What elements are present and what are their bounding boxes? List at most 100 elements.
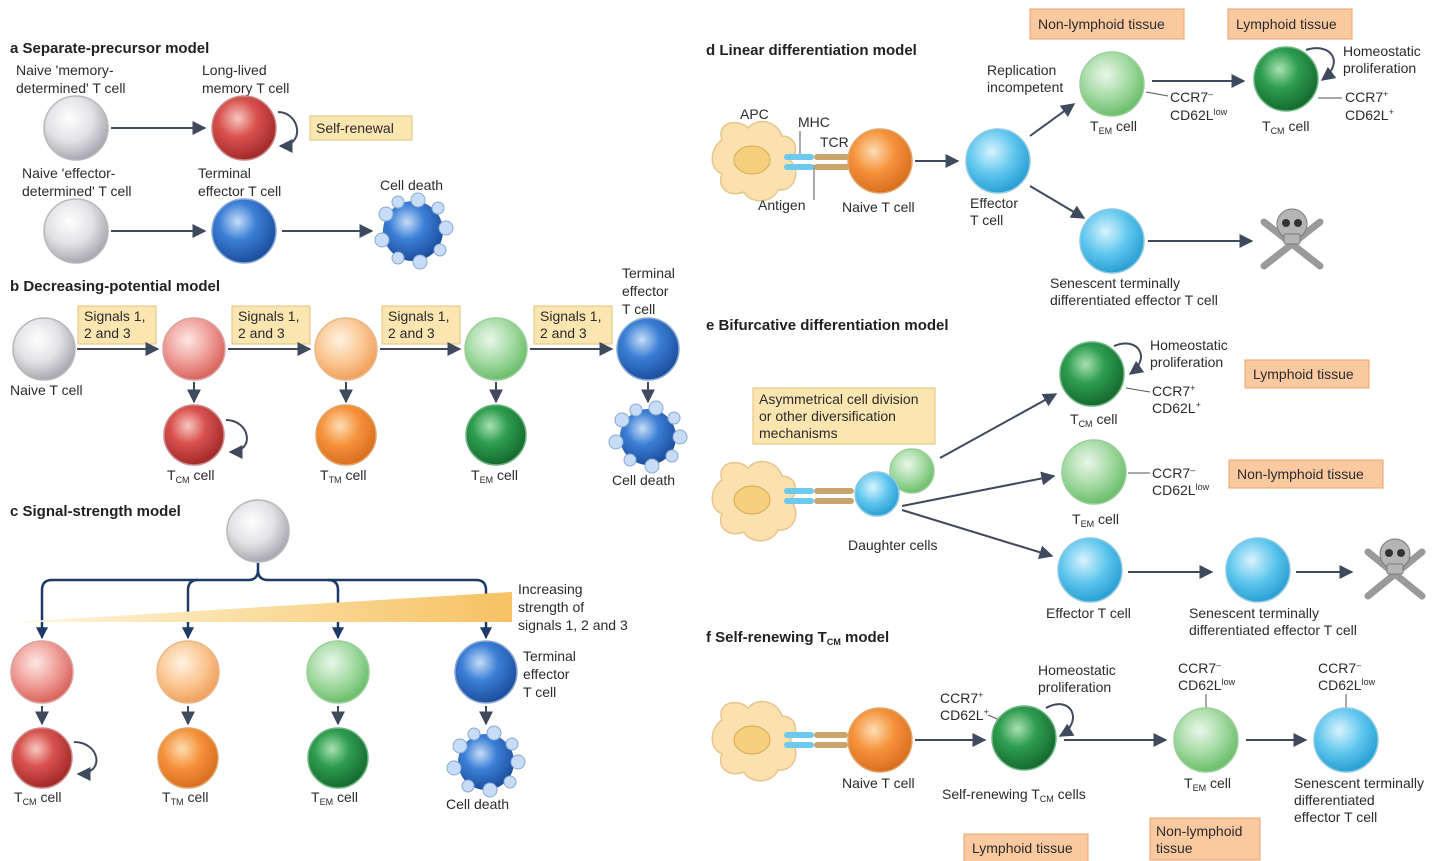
b-terminal-2: effector xyxy=(622,283,669,299)
f-senescent-cell xyxy=(1313,707,1379,773)
d-effector-cell xyxy=(965,128,1031,194)
terminal-label-1: Terminal xyxy=(198,165,251,181)
d-apc-nucleus xyxy=(733,145,771,175)
d-nonlymph-label: Non-lymphoid tissue xyxy=(1038,16,1165,32)
e-tem-label: TEM cell xyxy=(1072,511,1119,529)
terminal-label-2: effector T cell xyxy=(198,183,281,199)
c-terminal-1: Terminal xyxy=(523,648,576,664)
f-senescent-2: differentiated xyxy=(1294,792,1375,808)
f-tcm-cd62l: CD62L+ xyxy=(940,707,989,723)
d-replication-1: Replication xyxy=(987,62,1056,78)
c-ttm-cell xyxy=(157,727,219,789)
panel-b: b Decreasing-potential model Terminal ef… xyxy=(10,265,688,488)
panel-f-title: f Self-renewing TCM model xyxy=(706,629,889,647)
f-tem-cd62l: CD62Llow xyxy=(1178,677,1236,693)
d-homeo-1: Homeostatic xyxy=(1343,43,1421,59)
d-mhc-tcr-complex xyxy=(784,154,850,170)
signal-strength-wedge xyxy=(14,592,512,622)
b-naive-cell xyxy=(12,317,76,381)
c-terminal-2: effector xyxy=(523,666,570,682)
d-arrow-up xyxy=(1029,103,1076,137)
d-tcm-cd62l: CD62L+ xyxy=(1345,107,1394,123)
b-ttm-label: TTM cell xyxy=(320,467,366,485)
b-terminal-3: T cell xyxy=(622,301,655,317)
f-tem-label: TEM cell xyxy=(1184,775,1231,793)
e-senescent-1: Senescent terminally xyxy=(1189,605,1319,621)
e-effector-label: Effector T cell xyxy=(1046,605,1131,621)
d-naive-cell xyxy=(847,128,913,194)
e-homeo-2: proliferation xyxy=(1150,354,1223,370)
d-arrow-down xyxy=(1029,185,1086,219)
c-branch-right xyxy=(256,569,488,632)
b-stage-green xyxy=(464,317,528,381)
e-homeo-loop xyxy=(1113,342,1145,375)
f-nonlymph-2: tissue xyxy=(1156,840,1193,856)
b-dying-cell-icon xyxy=(608,400,688,474)
f-tcm-cell xyxy=(991,705,1057,771)
c-dying-cell-icon xyxy=(446,725,526,798)
e-arrow-effector xyxy=(901,509,1054,559)
memory-label-2: memory T cell xyxy=(202,80,289,96)
panel-a-title: a Separate-precursor model xyxy=(10,40,209,57)
signals-box-2-l2: 2 and 3 xyxy=(238,325,285,341)
e-arrow-tcm xyxy=(939,393,1058,459)
e-nonlymph-label: Non-lymphoid tissue xyxy=(1237,466,1364,482)
b-cell-death-label: Cell death xyxy=(612,472,675,488)
c-branch-3 xyxy=(327,578,340,628)
d-homeo-2: proliferation xyxy=(1343,60,1416,76)
c-terminal-3: T cell xyxy=(523,684,556,700)
d-senescent-cell xyxy=(1079,208,1145,274)
signals-box-3-l2: 2 and 3 xyxy=(388,325,435,341)
panel-c: c Signal-strength model Increasing stren… xyxy=(10,499,628,812)
e-daughter-cyan xyxy=(854,471,900,517)
f-lymph-box xyxy=(963,833,1089,861)
c-tem-label: TEM cell xyxy=(311,789,358,807)
b-tcm-cell xyxy=(163,404,225,466)
f-homeo-loop xyxy=(1045,703,1075,737)
d-tcr-label: TCR xyxy=(820,134,849,150)
d-tcm-ccr7: CCR7+ xyxy=(1345,89,1388,105)
b-tcm-label: TCM cell xyxy=(167,467,214,485)
c-orange-cell xyxy=(156,640,220,704)
terminal-effector-cell xyxy=(211,198,277,264)
d-lymph-box xyxy=(1227,8,1353,40)
f-naive-cell xyxy=(847,707,913,773)
e-lymph-box xyxy=(1244,359,1370,389)
f-self-renewing-label: Self-renewing TCM cells xyxy=(942,786,1086,804)
b-stage-orange xyxy=(314,317,378,381)
signals-box-3-l1: Signals 1, xyxy=(388,308,449,324)
c-inc-1: Increasing xyxy=(518,581,583,597)
self-renewal-label: Self-renewal xyxy=(316,120,394,136)
b-ttm-cell xyxy=(315,404,377,466)
panel-b-title: b Decreasing-potential model xyxy=(10,278,220,295)
e-effector-cell xyxy=(1057,537,1123,603)
signals-box-4-l1: Signals 1, xyxy=(540,308,601,324)
c-ttm-label: TTM cell xyxy=(162,789,208,807)
naive-memory-label-1: Naive 'memory- xyxy=(16,62,114,78)
e-tcm-cell xyxy=(1059,341,1125,407)
signals-box-1 xyxy=(77,305,157,345)
d-tem-label: TEM cell xyxy=(1090,118,1137,136)
panel-f: f Self-renewing TCM model Naive T cell C… xyxy=(706,629,1424,861)
d-senescent-2: differentiated effector T cell xyxy=(1050,292,1218,308)
f-sen-ccr7: CCR7– xyxy=(1318,660,1361,676)
d-replication-2: incompetent xyxy=(987,79,1063,95)
d-tcm-cell xyxy=(1253,46,1319,112)
e-tem-cd62l: CD62Llow xyxy=(1152,482,1210,498)
e-tem-cell xyxy=(1061,439,1127,505)
d-homeo-loop xyxy=(1305,47,1337,81)
panel-c-title: c Signal-strength model xyxy=(10,503,181,520)
f-homeo-2: proliferation xyxy=(1038,679,1111,695)
signals-box-4 xyxy=(533,305,613,345)
b-self-renewal-loop xyxy=(225,419,248,459)
c-naive-cell xyxy=(226,499,290,563)
naive-effector-label-2: determined' T cell xyxy=(22,183,132,199)
f-senescent-1: Senescent terminally xyxy=(1294,775,1424,791)
b-tem-cell xyxy=(465,404,527,466)
e-senescent-cell xyxy=(1225,537,1291,603)
f-tem-ccr7: CCR7– xyxy=(1178,660,1221,676)
f-homeo-1: Homeostatic xyxy=(1038,662,1116,678)
c-tcm-label: TCM cell xyxy=(14,789,61,807)
e-lymph-label: Lymphoid tissue xyxy=(1253,366,1354,382)
